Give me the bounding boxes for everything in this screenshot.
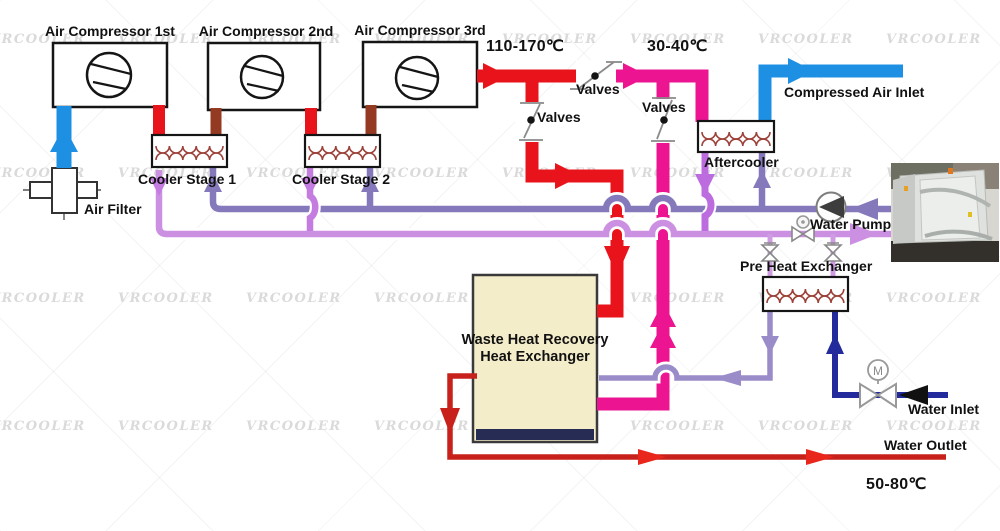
watermark: VRCOOLER: [886, 291, 982, 306]
hot-water-outlet-line: [440, 373, 946, 465]
watermark: VRCOOLER: [758, 32, 854, 47]
watermark: VRCOOLER: [246, 166, 342, 181]
watermark: VRCOOLER: [502, 32, 598, 47]
feed-water-line: [826, 312, 948, 405]
cooler-stage-1-box: [150, 133, 229, 169]
valve-label-2: Valves: [537, 109, 581, 125]
aftercooler-label: Aftercooler: [704, 154, 779, 170]
motor-valve-m: M: [873, 364, 883, 378]
waste-heat-exchanger-label-line2: Heat Exchanger: [480, 349, 590, 366]
after-recovery-temperature-label: 30-40℃: [647, 38, 708, 55]
air-filter-label: Air Filter: [84, 201, 142, 217]
air-compressor-1-box: [51, 41, 169, 109]
air-compressor-3-box: [361, 40, 479, 109]
return-line-valve: [791, 215, 815, 243]
interstage-pipes: [153, 105, 377, 137]
watermark: VRCOOLER: [374, 291, 470, 306]
pre-heat-feed-valve-left: [760, 242, 780, 262]
pre-heat-exchanger-label: Pre Heat Exchanger: [740, 258, 873, 274]
compressed-air-inlet-label: Compressed Air Inlet: [784, 84, 925, 100]
watermark: VRCOOLER: [630, 419, 726, 434]
watermark: VRCOOLER: [886, 32, 982, 47]
valve-label-3: Valves: [642, 99, 686, 115]
cooler-stage-2-label: Cooler Stage 2: [292, 171, 391, 187]
hot-air-pipe: [477, 63, 630, 318]
air-compressor-2-box: [206, 41, 322, 112]
watermark: VRCOOLER: [118, 291, 214, 306]
watermark: VRCOOLER: [118, 166, 214, 181]
compressor-1-label: Air Compressor 1st: [45, 23, 175, 39]
aftercooler-box: [696, 119, 776, 154]
water-outlet-label: Water Outlet: [884, 437, 967, 453]
watermark: VRCOOLER: [886, 419, 982, 434]
cooler-stage-1-label: Cooler Stage 1: [138, 171, 237, 187]
watermark: VRCOOLER: [0, 291, 86, 306]
valve-recovered-air: [647, 97, 681, 143]
water-inlet-label: Water Inlet: [908, 401, 980, 417]
watermark: VRCOOLER: [0, 419, 86, 434]
equipment-photo: [891, 163, 999, 262]
watermark: VRCOOLER: [374, 166, 470, 181]
cooler-stage-2-box: [303, 133, 382, 169]
valve-label-1: Valves: [576, 81, 620, 97]
pre-heat-feed-valve-right: [823, 242, 843, 262]
water-inlet-motor-valve: M: [859, 359, 897, 409]
watermark: VRCOOLER: [630, 291, 726, 306]
watermark: VRCOOLER: [758, 166, 854, 181]
watermark: VRCOOLER: [246, 291, 342, 306]
waste-heat-exchanger-label: Waste Heat Recovery Heat Exchanger: [452, 332, 618, 367]
watermark: VRCOOLER: [758, 419, 854, 434]
waste-heat-exchanger-label-line1: Waste Heat Recovery: [461, 332, 609, 348]
waste-heat-exchanger-box: [471, 273, 599, 444]
water-pump-symbol: [815, 191, 847, 223]
preheated-water-line: [599, 312, 779, 386]
water-pump-label: Water Pump: [810, 216, 892, 232]
valve-recovery-branch: [515, 102, 549, 142]
compressor-2-label: Air Compressor 2nd: [198, 23, 334, 39]
compressed-air-pipe: [758, 58, 903, 122]
cooling-supply-line: [204, 152, 891, 220]
watermark: VRCOOLER: [246, 419, 342, 434]
intake-air-pipe: [50, 106, 78, 168]
watermark: VRCOOLER: [630, 32, 726, 47]
valve-main-line: [570, 60, 622, 92]
watermark: VRCOOLER: [374, 419, 470, 434]
compressor-3-label: Air Compressor 3rd: [354, 22, 486, 38]
pre-heat-exchanger-box: [761, 275, 850, 313]
discharge-temperature-label: 110-170℃: [486, 38, 565, 55]
hot-water-temperature-label: 50-80℃: [866, 476, 927, 493]
watermark: VRCOOLER: [118, 419, 214, 434]
